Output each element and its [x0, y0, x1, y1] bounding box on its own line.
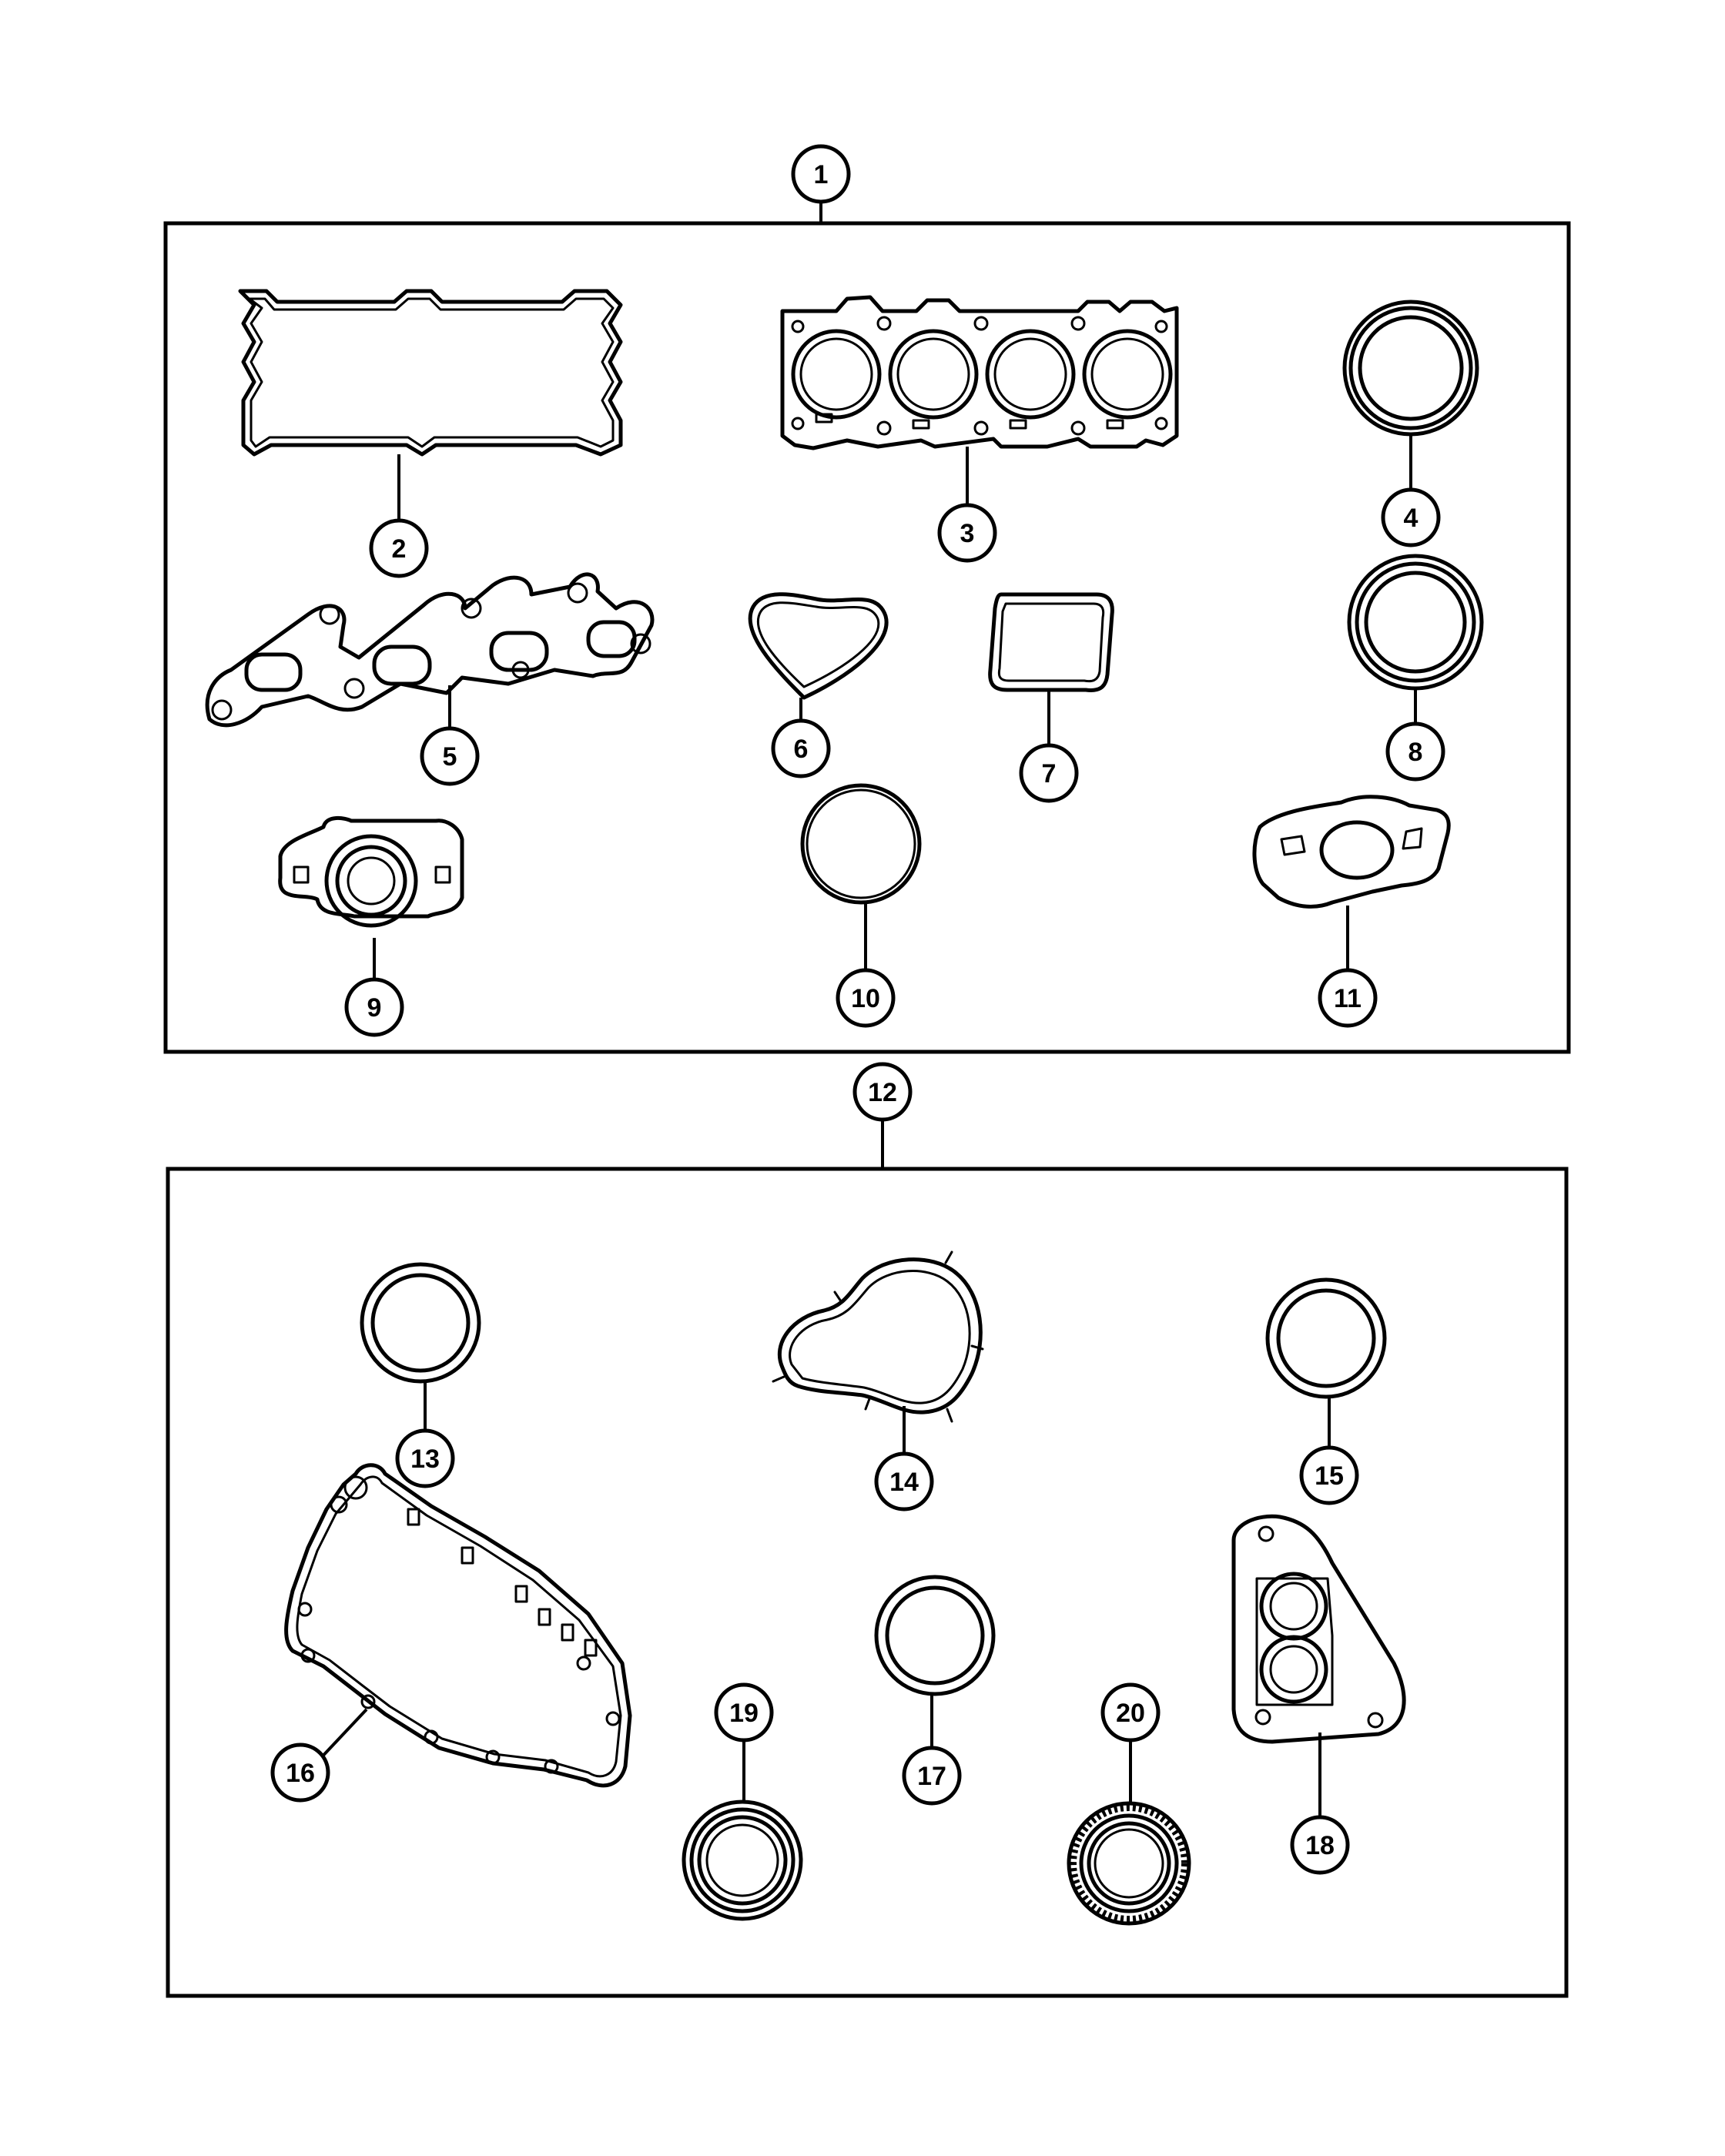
- part-13-seal: [360, 1262, 481, 1384]
- callout-16: 16: [270, 1743, 330, 1803]
- svg-text:12: 12: [868, 1078, 897, 1107]
- part-16-oil-pan-gasket: [284, 1463, 632, 1788]
- svg-text:9: 9: [367, 993, 382, 1023]
- part-9-flange-gasket: [278, 816, 464, 928]
- part-6-outlet-gasket: [748, 592, 889, 700]
- part-10-o-ring: [800, 783, 922, 905]
- callout-19: 19: [714, 1682, 774, 1743]
- svg-text:16: 16: [286, 1759, 315, 1788]
- svg-text:11: 11: [1334, 984, 1362, 1013]
- callout-1: 1: [791, 144, 851, 204]
- part-14-water-pump-gasket: [772, 1250, 984, 1423]
- part-4-seal: [1342, 300, 1479, 437]
- callout-3: 3: [937, 503, 997, 563]
- svg-text:10: 10: [851, 984, 880, 1013]
- callout-17: 17: [902, 1746, 962, 1806]
- part-18-housing-gasket: [1231, 1514, 1406, 1744]
- part-5-manifold-gasket: [205, 572, 655, 728]
- svg-text:5: 5: [443, 742, 457, 772]
- callout-11: 11: [1318, 968, 1378, 1028]
- part-20-oil-seal: [1067, 1801, 1191, 1926]
- callout-10: 10: [836, 968, 896, 1028]
- callout-15: 15: [1299, 1445, 1359, 1505]
- svg-text:1: 1: [814, 160, 829, 189]
- part-7-square-gasket: [988, 592, 1114, 692]
- svg-text:20: 20: [1116, 1699, 1145, 1728]
- callout-9: 9: [344, 977, 404, 1037]
- callout-5: 5: [420, 726, 480, 786]
- lower-kit-frame: [166, 1167, 1569, 1998]
- svg-text:7: 7: [1042, 759, 1057, 788]
- svg-text:3: 3: [960, 519, 975, 548]
- svg-text:13: 13: [410, 1445, 440, 1474]
- callout-18: 18: [1290, 1815, 1350, 1875]
- upper-kit-frame: [163, 221, 1571, 1054]
- callout-2: 2: [369, 518, 429, 578]
- svg-text:17: 17: [917, 1762, 946, 1791]
- svg-text:14: 14: [889, 1468, 919, 1497]
- callout-8: 8: [1385, 721, 1445, 782]
- svg-text:6: 6: [794, 735, 809, 764]
- svg-text:15: 15: [1315, 1461, 1344, 1491]
- svg-text:2: 2: [392, 534, 407, 564]
- svg-text:18: 18: [1305, 1831, 1335, 1860]
- callout-6: 6: [771, 718, 831, 778]
- part-2-valve-cover-gasket: [238, 289, 623, 457]
- callout-12: 12: [852, 1062, 913, 1122]
- part-3-head-gasket: [780, 295, 1179, 450]
- callout-4: 4: [1381, 487, 1441, 547]
- callout-20: 20: [1100, 1682, 1161, 1743]
- callout-14: 14: [874, 1451, 934, 1512]
- part-19-oil-seal: [682, 1799, 803, 1921]
- callout-13: 13: [395, 1428, 455, 1488]
- svg-text:8: 8: [1408, 738, 1423, 767]
- part-15-seal: [1265, 1277, 1387, 1399]
- callout-7: 7: [1019, 743, 1079, 803]
- part-17-seal: [874, 1575, 996, 1696]
- part-11-egr-gasket: [1252, 795, 1451, 909]
- part-8-seal: [1347, 554, 1484, 691]
- svg-text:4: 4: [1404, 504, 1419, 533]
- svg-text:19: 19: [729, 1699, 759, 1728]
